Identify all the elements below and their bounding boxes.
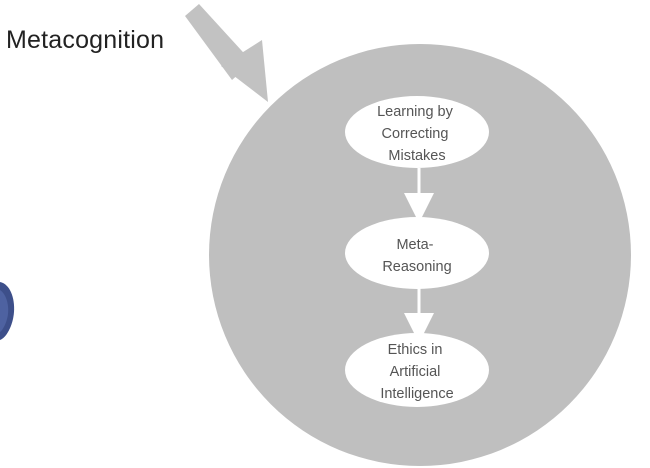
node-3-line-3: Intelligence: [380, 386, 453, 402]
node-learning-by-correcting-mistakes: Learning by Correcting Mistakes: [345, 96, 489, 168]
node-2-line-1: Meta-: [396, 237, 433, 253]
node-meta-reasoning: Meta- Reasoning: [345, 217, 489, 289]
partial-brain-highlight: [0, 290, 9, 332]
svg-text:Meta- Reasoning: Meta- Reasoning: [382, 237, 451, 275]
node-1-line-1: Learning by: [377, 104, 454, 120]
pointer-arrow: [185, 4, 268, 102]
node-ethics-in-artificial-intelligence: Ethics in Artificial Intelligence: [345, 333, 489, 407]
svg-text:Learning by Correcting: Learning by Correcting Mistakes: [377, 104, 457, 164]
node-1-line-3: Mistakes: [388, 148, 445, 164]
node-3-line-2: Artificial: [390, 364, 441, 380]
node-1-line-2: Correcting: [382, 126, 449, 142]
svg-text:Ethics in Artificial: Ethics in Artificial Intelligence: [380, 342, 453, 402]
node-2-line-2: Reasoning: [382, 259, 451, 275]
diagram-title: Metacognition: [6, 26, 165, 54]
node-3-line-1: Ethics in: [388, 342, 443, 358]
